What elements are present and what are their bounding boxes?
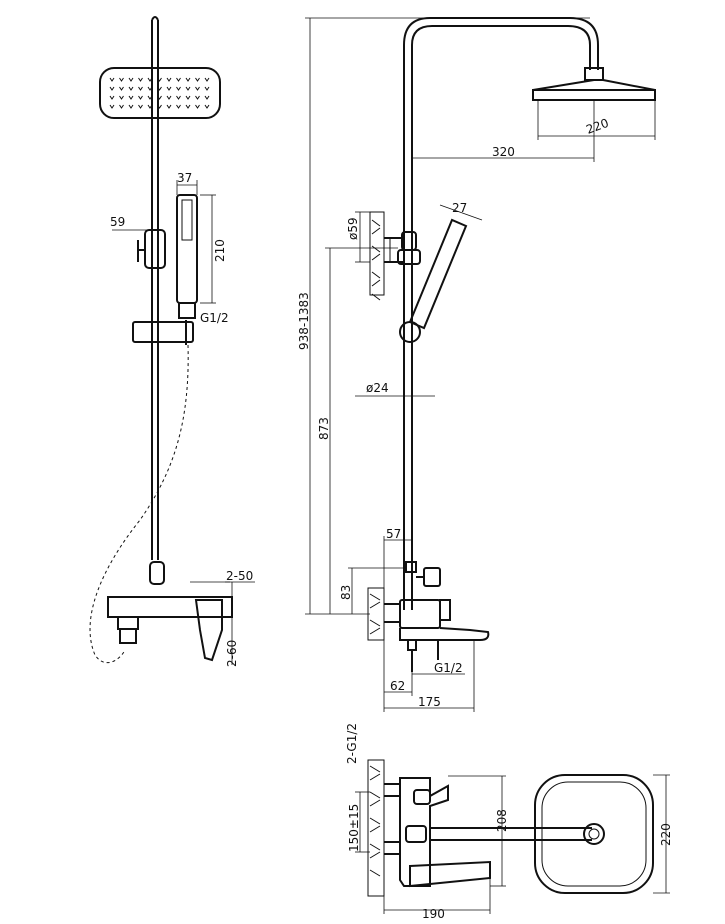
dim-dia-59: ø59 <box>346 217 360 240</box>
top-view <box>367 759 592 897</box>
nozzle <box>166 95 172 100</box>
nozzle <box>204 95 210 100</box>
nozzle <box>185 104 191 109</box>
nozzle <box>119 77 124 82</box>
front-view-dimensions: 37 59 210 G1/2 2-50 2-60 <box>110 171 255 667</box>
dim-2-60: 2-60 <box>225 640 239 667</box>
nozzle <box>128 104 134 109</box>
nozzle <box>157 77 162 82</box>
nozzle <box>176 104 181 109</box>
side-mixer <box>399 599 490 672</box>
nozzle <box>185 86 191 91</box>
nozzle <box>147 86 153 91</box>
side-view-dimensions: 938-1383 873 320 220 27 ø59 ø24 57 83 <box>297 17 656 712</box>
holder-clamp <box>132 320 194 345</box>
wall-mount-bottom <box>367 587 400 641</box>
nozzle <box>185 95 191 100</box>
nozzle <box>138 104 143 109</box>
nozzle <box>204 86 210 91</box>
nozzle <box>195 95 200 100</box>
nozzle <box>128 77 134 82</box>
nozzle <box>166 104 172 109</box>
dim-59: 59 <box>110 215 125 229</box>
nozzle <box>109 95 115 100</box>
dim-57: 57 <box>386 527 401 541</box>
plan-head <box>534 774 654 894</box>
side-view <box>367 17 656 672</box>
dim-175: 175 <box>418 695 441 709</box>
dim-220-head: 220 <box>584 116 610 137</box>
front-view <box>89 16 233 664</box>
nozzle <box>195 86 200 91</box>
wall-mount-top <box>369 211 404 301</box>
nozzle <box>147 95 153 100</box>
dim-150: 150±15 <box>347 804 361 852</box>
dim-873: 873 <box>317 417 331 440</box>
dim-37: 37 <box>177 171 192 185</box>
dim-2-50: 2-50 <box>226 569 253 583</box>
nozzle <box>157 104 162 109</box>
dim-190: 190 <box>422 907 445 921</box>
nozzle <box>195 77 200 82</box>
dim-938-1383: 938-1383 <box>297 292 311 350</box>
nozzle <box>195 104 200 109</box>
top-view-dimensions: 2-G1/2 150±15 208 190 220 <box>345 723 673 921</box>
nozzle <box>166 86 172 91</box>
dim-g12-hand: G1/2 <box>200 311 229 325</box>
hose <box>89 344 189 664</box>
dim-dia-24: ø24 <box>366 381 389 395</box>
nozzle <box>147 104 153 109</box>
nozzle <box>157 95 162 100</box>
nozzle <box>157 86 162 91</box>
dim-210: 210 <box>213 239 227 262</box>
nozzle <box>119 86 124 91</box>
nozzle <box>109 104 115 109</box>
nozzle <box>109 86 115 91</box>
dim-220-plan: 220 <box>659 823 673 846</box>
nozzle <box>176 95 181 100</box>
dim-62: 62 <box>390 679 405 693</box>
dim-g12-outlet: G1/2 <box>434 661 463 675</box>
nozzle <box>138 95 143 100</box>
dim-27: 27 <box>452 201 467 215</box>
nozzle <box>176 86 181 91</box>
nozzle <box>109 77 115 82</box>
dim-2-g12: 2-G1/2 <box>345 723 359 764</box>
mixer-body <box>107 596 233 662</box>
nozzle <box>128 86 134 91</box>
nozzle <box>147 77 153 82</box>
nozzle <box>185 77 191 82</box>
shower-head <box>99 67 221 119</box>
nozzle <box>138 86 143 91</box>
nozzle <box>204 77 210 82</box>
nozzle <box>166 77 172 82</box>
dim-320: 320 <box>492 145 515 159</box>
dim-208: 208 <box>495 809 509 832</box>
nozzle <box>204 104 210 109</box>
nozzle <box>138 77 143 82</box>
dim-83: 83 <box>339 585 353 600</box>
nozzle <box>176 77 181 82</box>
side-hand-shower <box>399 218 468 343</box>
nozzle <box>119 104 124 109</box>
nozzle <box>128 95 134 100</box>
hand-shower <box>176 194 198 319</box>
nozzle <box>119 95 124 100</box>
